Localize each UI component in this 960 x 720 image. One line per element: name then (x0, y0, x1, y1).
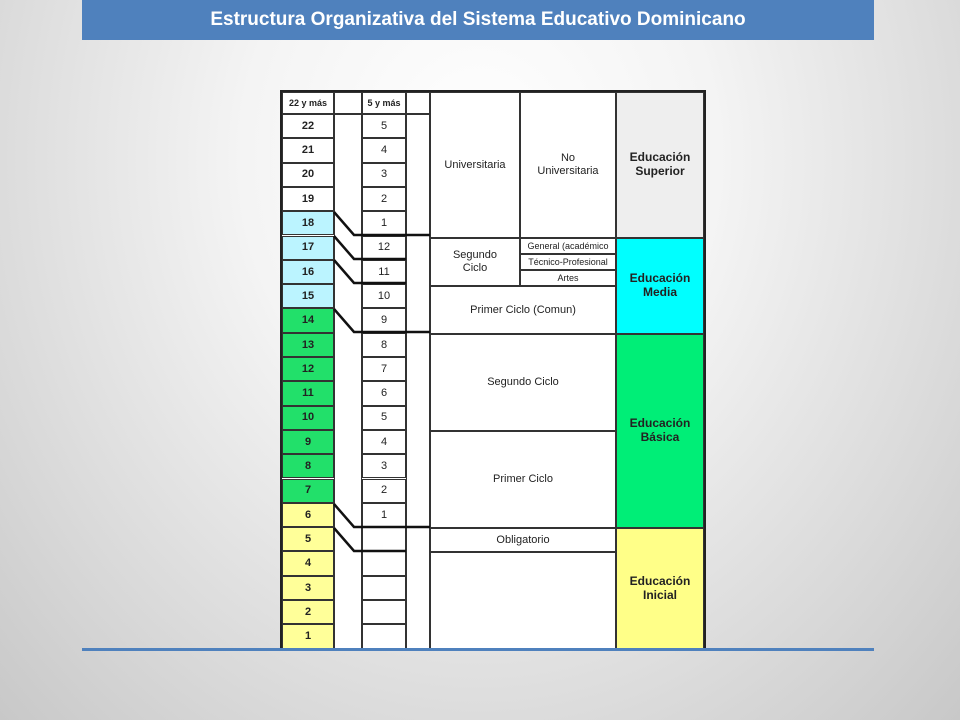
grade-cell: 4 (362, 138, 406, 163)
age-cell: 10 (282, 405, 334, 430)
age-cell: 17 (282, 235, 334, 260)
grade-cell (362, 600, 406, 625)
age-cell: 1 (282, 624, 334, 649)
age-cell: 14 (282, 308, 334, 333)
age-cell: 18 (282, 211, 334, 236)
grade-cell: 5 (362, 405, 406, 430)
grade-header: 5 y más (362, 92, 406, 114)
grade-cell: 5 (362, 114, 406, 139)
age-cell: 19 (282, 186, 334, 212)
segundo-ciclo-media-block: Segundo Ciclo (430, 238, 520, 286)
grade-cell (362, 575, 406, 600)
grade-cell: 3 (362, 454, 406, 479)
grade-cell: 2 (362, 186, 406, 212)
age-cell: 2 (282, 600, 334, 625)
step-line-media-2 (333, 235, 406, 261)
no-universitaria-block: No Universitaria (520, 92, 616, 238)
grade-cell: 3 (362, 162, 406, 187)
title-bar: Estructura Organizativa del Sistema Educ… (82, 0, 874, 40)
universitaria-block: Universitaria (430, 92, 520, 238)
segundo-ciclo-basica-block: Segundo Ciclo (430, 334, 616, 431)
age-cell: 16 (282, 259, 334, 285)
primer-ciclo-basica-block: Primer Ciclo (430, 431, 616, 528)
age-cell: 9 (282, 429, 334, 455)
age-cell: 3 (282, 575, 334, 600)
stage-educacion-inicial: Educación Inicial (616, 528, 704, 649)
grade-cell: 7 (362, 357, 406, 382)
age-header: 22 y más (282, 92, 334, 114)
age-cell: 8 (282, 454, 334, 479)
age-cell: 7 (282, 478, 334, 503)
age-cell: 5 (282, 527, 334, 552)
obligatorio-block: Obligatorio (430, 528, 616, 552)
step-line-superior (333, 211, 430, 237)
step-line-obligatorio (333, 503, 430, 529)
age-cell: 12 (282, 357, 334, 382)
stage-educacion-basica: Educación Básica (616, 334, 704, 528)
grade-cell: 10 (362, 284, 406, 309)
age-cell: 6 (282, 502, 334, 528)
age-cell: 22 (282, 114, 334, 139)
grade-spacer-header (406, 92, 430, 114)
grade-cell: 8 (362, 332, 406, 357)
stage-educacion-media: Educación Media (616, 238, 704, 334)
age-cell: 13 (282, 332, 334, 357)
age-cell: 21 (282, 138, 334, 163)
grade-cell: 2 (362, 478, 406, 503)
primer-ciclo-media-block: Primer Ciclo (Comun) (430, 286, 616, 334)
age-spacer-header (334, 92, 362, 114)
grade-cell: 12 (362, 235, 406, 260)
grade-cell: 11 (362, 259, 406, 285)
general-academico-track: General (académico (520, 238, 616, 254)
artes-track: Artes (520, 270, 616, 286)
age-cell: 11 (282, 381, 334, 406)
bottom-rule (82, 648, 874, 651)
age-cell: 15 (282, 284, 334, 309)
transition-lines (333, 211, 430, 553)
grade-cell: 4 (362, 429, 406, 455)
step-line-media-1 (333, 259, 406, 285)
tecnico-profesional-track: Técnico-Profesional (520, 254, 616, 270)
age-cell: 20 (282, 162, 334, 187)
stage-educacion-superior: Educación Superior (616, 92, 704, 238)
step-line-basica (333, 308, 430, 334)
page-title: Estructura Organizativa del Sistema Educ… (210, 9, 746, 30)
age-cell: 4 (282, 551, 334, 576)
step-line-inicial (333, 527, 406, 553)
grade-cell (362, 527, 406, 552)
grade-cell: 6 (362, 381, 406, 406)
